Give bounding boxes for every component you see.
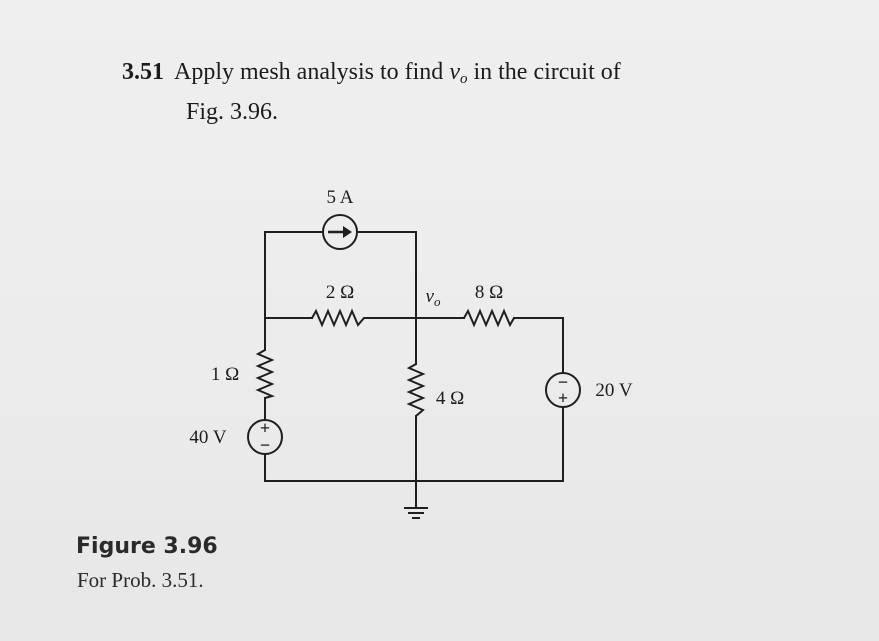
resistor-2ohm-icon: [311, 308, 368, 328]
minus-sign-40v: −: [260, 435, 270, 455]
vo-variable: v: [426, 286, 435, 307]
problem-text-prefix: Apply mesh analysis to find: [174, 59, 450, 85]
wire-top-right: [356, 231, 417, 319]
voltage-source-20v-icon: [545, 372, 581, 408]
problem-text-suffix: in the circuit of: [467, 59, 621, 85]
resistor-2ohm-label: 2 Ω: [326, 282, 354, 303]
plus-sign-20v: +: [558, 388, 568, 408]
resistor-1ohm-icon: [255, 349, 275, 399]
variable-subscript: o: [459, 71, 468, 87]
voltage-source-40v-icon: [247, 419, 283, 455]
resistor-4ohm-label: 4 Ω: [436, 388, 464, 409]
resistor-1ohm-label: 1 Ω: [211, 364, 239, 385]
vo-node-label: vo: [426, 286, 441, 309]
ground-icon: [404, 507, 428, 519]
current-source-label: 5 A: [327, 187, 354, 208]
voltage-source-40v-label: 40 V: [189, 427, 226, 448]
problem-number: 3.51: [122, 59, 164, 85]
problem-line-2: Fig. 3.96.: [186, 99, 279, 125]
figure-caption: For Prob. 3.51.: [77, 568, 204, 592]
resistor-8ohm-label: 8 Ω: [475, 282, 503, 303]
resistor-4ohm-icon: [406, 363, 426, 417]
voltage-source-20v-label: 20 V: [595, 380, 632, 401]
minus-sign-20v: −: [558, 372, 568, 392]
current-source-icon: [322, 214, 358, 250]
problem-statement: 3.51 Apply mesh analysis to find vo in th…: [122, 56, 621, 129]
figure-title: Figure 3.96: [76, 534, 218, 559]
wire-mid-right: [513, 317, 564, 374]
problem-line-1: 3.51 Apply mesh analysis to find vo in th…: [122, 56, 621, 96]
vo-subscript: o: [434, 294, 441, 309]
resistor-8ohm-icon: [463, 308, 515, 328]
variable-v: v: [449, 59, 460, 85]
plus-sign-40v: +: [260, 418, 270, 438]
